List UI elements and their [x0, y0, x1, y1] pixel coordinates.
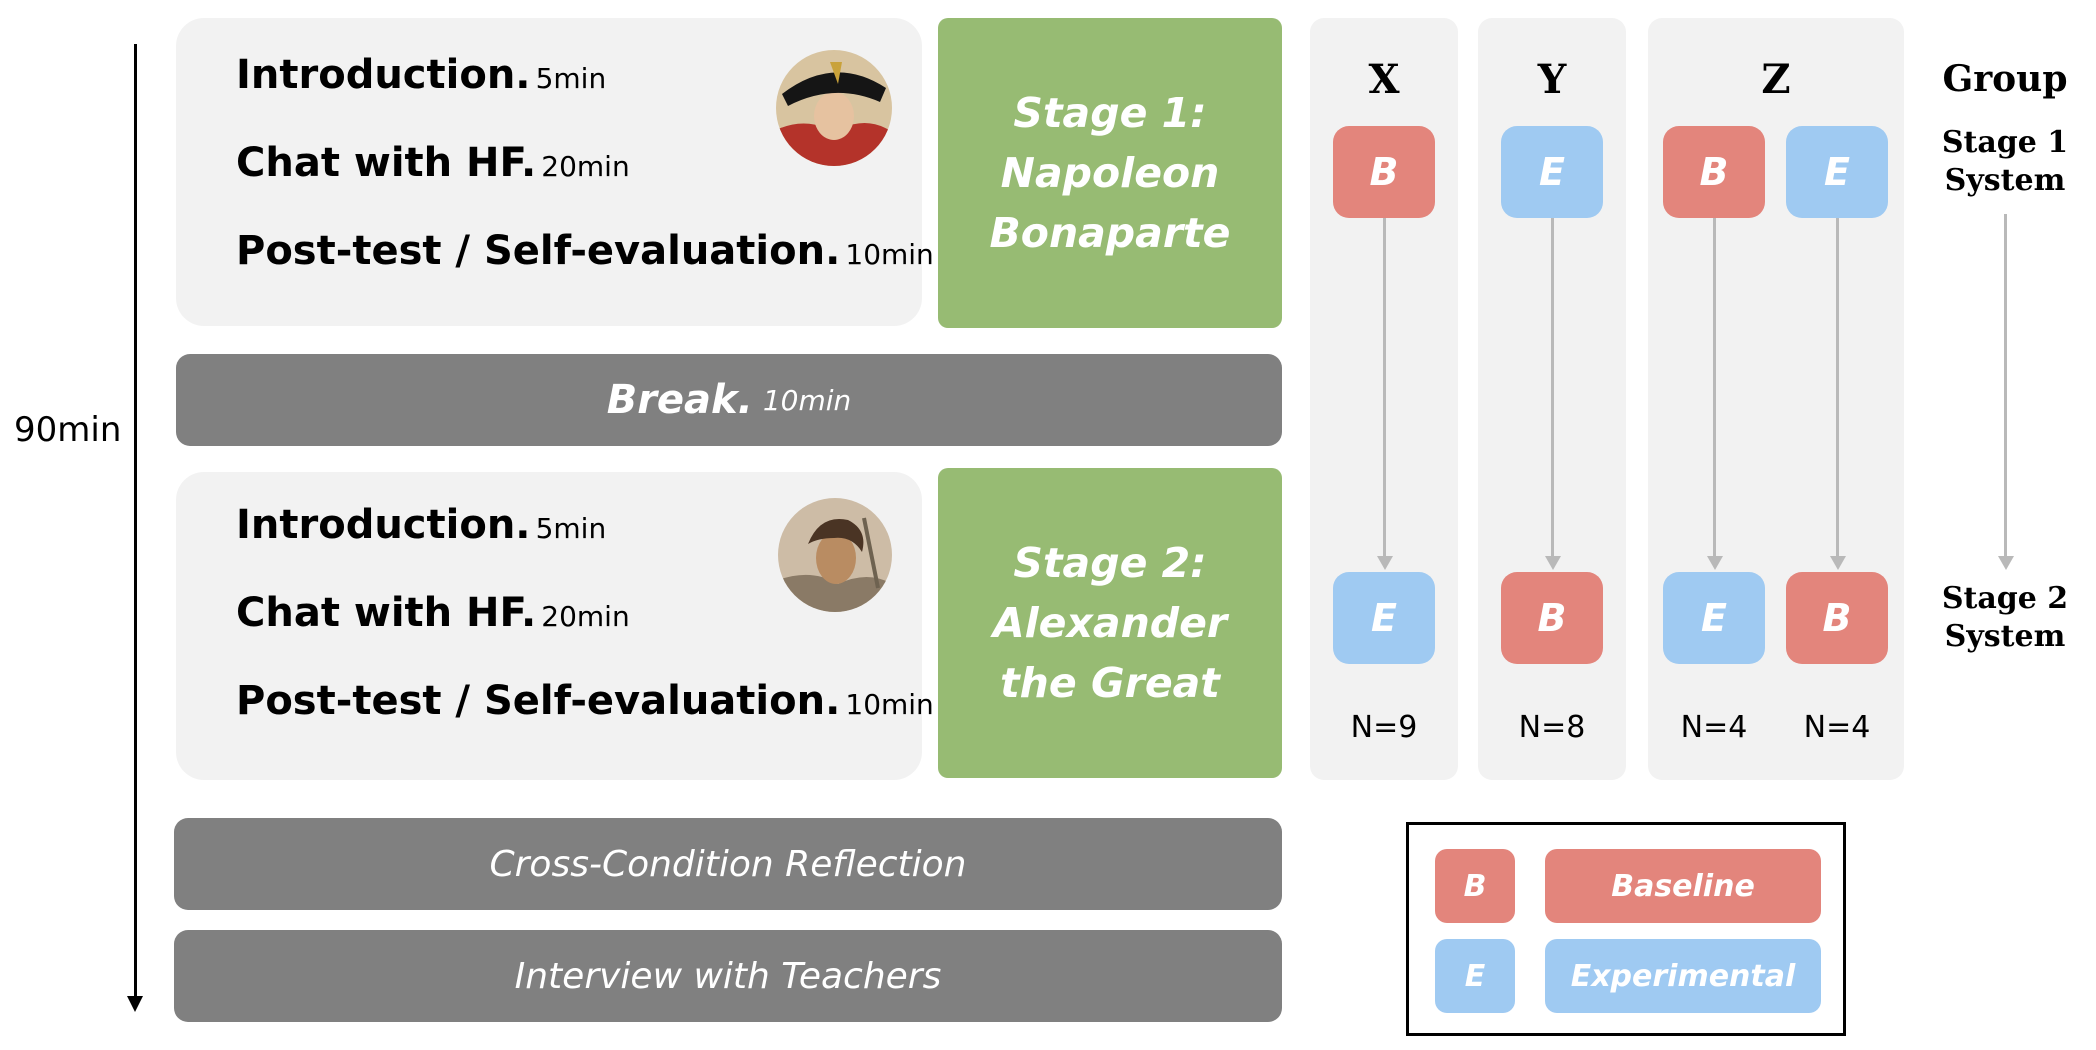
break-duration: 10min [762, 383, 852, 417]
reflection-label: Cross-Condition Reflection [489, 843, 967, 885]
stage2-label-box: Stage 2: Alexander the Great [938, 468, 1282, 778]
row-duration: 10min [845, 688, 934, 721]
row-title: Post-test / Self-evaluation. [236, 228, 841, 274]
stage1-system-line1: Stage 1 [1941, 125, 2069, 160]
stage1-intro-row: Introduction. 5min [236, 52, 606, 98]
timeline-axis [134, 44, 137, 998]
group-z-col1-stage2-chip: E [1663, 572, 1765, 664]
stage2-figure-name: Alexander [992, 599, 1228, 647]
row-duration: 5min [535, 512, 607, 545]
napoleon-portrait-image [776, 50, 892, 166]
interview-bar: Interview with Teachers [174, 930, 1282, 1022]
group-z-col1-count: N=4 [1680, 710, 1748, 745]
row-duration: 10min [845, 238, 934, 271]
break-title: Break. [606, 377, 753, 423]
row-title: Introduction. [236, 502, 531, 548]
stage1-system-label: Stage 1 System [1930, 124, 2080, 200]
system-arrow-line [2004, 214, 2007, 558]
row-duration: 5min [535, 62, 607, 95]
alexander-portrait-image [778, 498, 892, 612]
legend-experimental-label: Experimental [1545, 939, 1821, 1013]
row-title: Chat with HF. [236, 140, 537, 186]
group-y-arrowhead [1545, 556, 1561, 570]
group-z-col2-arrowhead [1830, 556, 1846, 570]
stage1-posttest-row: Post-test / Self-evaluation. 10min [236, 228, 934, 274]
group-y-stage2-chip: B [1501, 572, 1603, 664]
stage2-chat-row: Chat with HF. 20min [236, 590, 630, 636]
stage1-system-line2: System [1944, 163, 2066, 198]
interview-label: Interview with Teachers [514, 955, 942, 997]
system-arrowhead [1998, 556, 2014, 570]
stage2-intro-row: Introduction. 5min [236, 502, 606, 548]
group-z-col2-stage1-chip: E [1786, 126, 1888, 218]
row-title: Chat with HF. [236, 590, 537, 636]
group-side-label: Group [1942, 58, 2068, 100]
row-duration: 20min [541, 600, 630, 633]
stage1-chat-row: Chat with HF. 20min [236, 140, 630, 186]
group-x-count: N=9 [1350, 710, 1418, 745]
row-title: Post-test / Self-evaluation. [236, 678, 841, 724]
stage1-figure-name: Napoleon [1000, 149, 1220, 197]
stage2-system-line1: Stage 2 [1941, 581, 2069, 616]
stage2-figure-name-2: the Great [1000, 659, 1220, 707]
group-y-count: N=8 [1518, 710, 1586, 745]
row-duration: 20min [541, 150, 630, 183]
stage2-posttest-row: Post-test / Self-evaluation. 10min [236, 678, 934, 724]
group-x-arrowhead [1377, 556, 1393, 570]
group-x-stage2-chip: E [1333, 572, 1435, 664]
stage1-figure-name-2: Bonaparte [989, 209, 1231, 257]
group-y-arrow-line [1551, 218, 1554, 558]
group-z-col2-count: N=4 [1803, 710, 1871, 745]
group-x-arrow-line [1383, 218, 1386, 558]
legend-baseline-code: B [1435, 849, 1515, 923]
group-z-col1-arrow-line [1713, 218, 1716, 558]
group-z-col2-arrow-line [1836, 218, 1839, 558]
row-title: Introduction. [236, 52, 531, 98]
reflection-bar: Cross-Condition Reflection [174, 818, 1282, 910]
group-y-stage1-chip: E [1501, 126, 1603, 218]
stage2-system-line2: System [1944, 619, 2066, 654]
stage1-label-box: Stage 1: Napoleon Bonaparte [938, 18, 1282, 328]
stage2-heading: Stage 2: [1013, 539, 1207, 587]
timeline-arrowhead [127, 996, 143, 1012]
group-x-stage1-chip: B [1333, 126, 1435, 218]
timeline-label: 90min [14, 410, 122, 450]
stage1-heading: Stage 1: [1013, 89, 1207, 137]
legend-box: B Baseline E Experimental [1406, 822, 1846, 1036]
group-z-heading: Z [1761, 56, 1791, 103]
group-z-col1-arrowhead [1707, 556, 1723, 570]
group-y-heading: Y [1537, 56, 1567, 103]
legend-experimental-code: E [1435, 939, 1515, 1013]
group-z-col1-stage1-chip: B [1663, 126, 1765, 218]
group-x-heading: X [1368, 56, 1400, 103]
group-z-col2-stage2-chip: B [1786, 572, 1888, 664]
break-bar: Break. 10min [176, 354, 1282, 446]
stage2-system-label: Stage 2 System [1930, 580, 2080, 656]
legend-baseline-label: Baseline [1545, 849, 1821, 923]
